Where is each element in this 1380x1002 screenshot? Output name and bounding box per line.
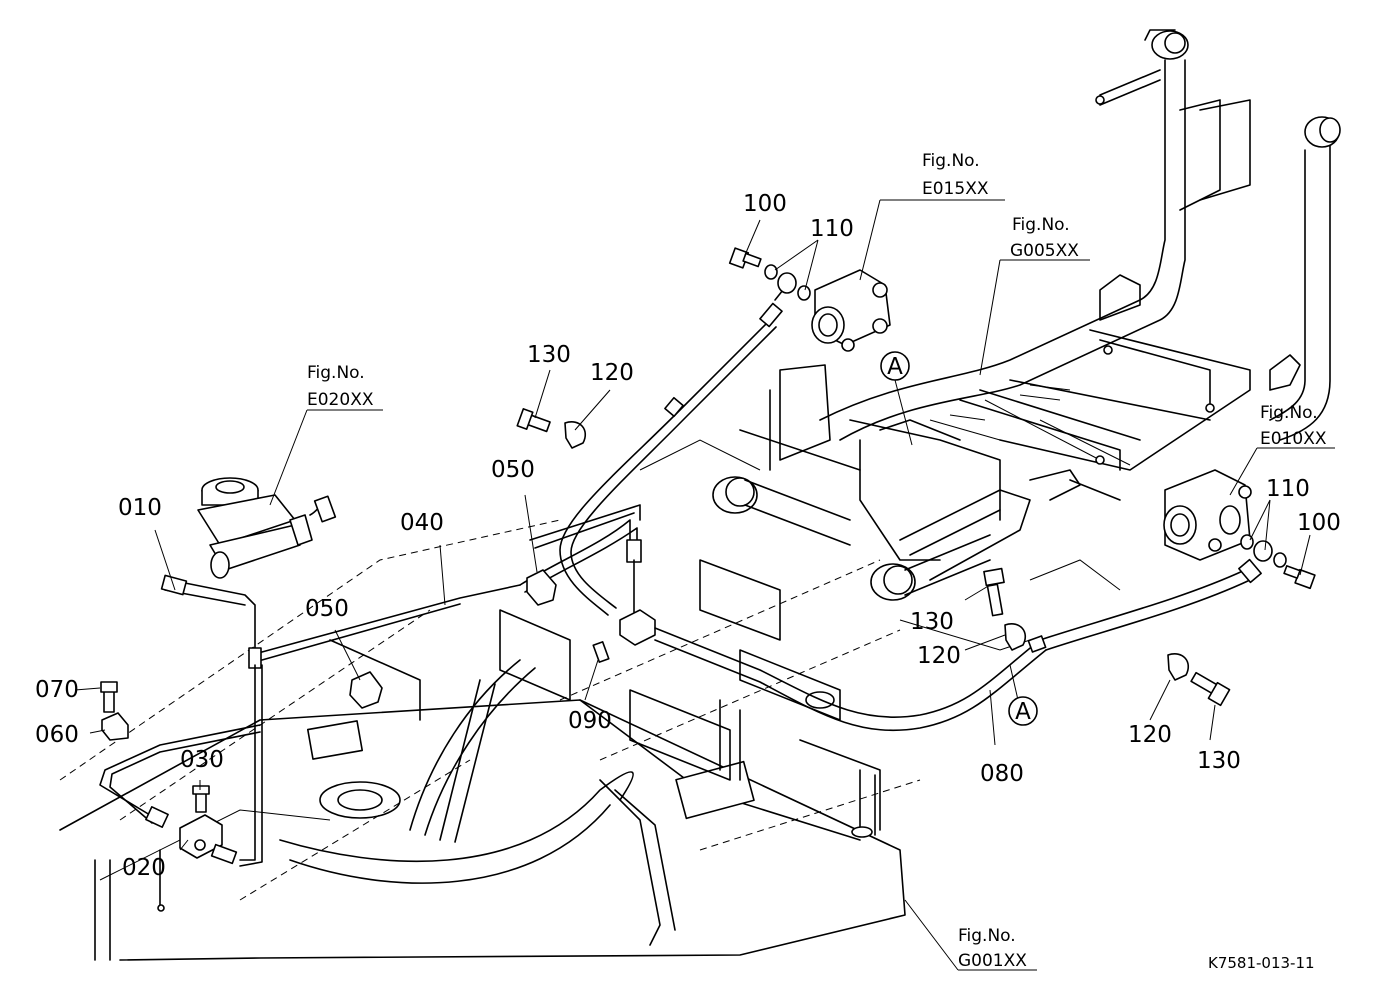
label-010: 010 [118,495,162,521]
fig-ref-g005-code: G005XX [1010,241,1079,261]
label-040: 040 [400,510,444,536]
label-130-mid: 130 [910,609,954,635]
brake-lines [99,247,1316,912]
fig-ref-g001: Fig.No. G001XX [958,926,1027,971]
label-110-right: 110 [1266,476,1310,502]
fig-ref-g001-code: G001XX [958,951,1027,971]
fig-ref-e015-prefix: Fig.No. [922,151,980,171]
brake-caliper-upper [811,269,891,352]
label-130-upper: 130 [527,342,571,368]
label-090: 090 [568,708,612,734]
label-100-right: 100 [1297,510,1341,536]
label-050-lower: 050 [305,596,349,622]
fig-ref-e015-code: E015XX [922,179,989,199]
fig-ref-e010-code: E010XX [1260,429,1327,449]
label-020: 020 [122,855,166,881]
brake-caliper-right [1163,469,1252,561]
callout-a-upper: A [880,351,910,381]
label-120-upper: 120 [590,360,634,386]
leader-lines [74,199,1335,971]
fig-ref-e010: Fig.No. E010XX [1260,403,1327,449]
part-labels: 010 020 030 040 050 050 060 070 080 090 … [35,191,1341,881]
label-030: 030 [180,747,224,773]
drawing-code: K7581-013-11 [1208,954,1315,972]
callout-a-upper-text: A [887,354,903,380]
callout-a-lower-text: A [1015,699,1031,725]
fig-ref-e020: Fig.No. E020XX [307,363,374,410]
label-070: 070 [35,677,79,703]
fig-ref-g005-prefix: Fig.No. [1012,215,1070,235]
label-110-upper: 110 [810,216,854,242]
label-100-upper: 100 [743,191,787,217]
label-120-mid: 120 [917,643,961,669]
master-cylinder [197,477,337,579]
callout-a-lower: A [1008,696,1038,726]
label-120-lower: 120 [1128,722,1172,748]
label-080: 080 [980,761,1024,787]
fig-ref-e020-code: E020XX [307,390,374,410]
fig-ref-e010-prefix: Fig.No. [1260,403,1318,423]
label-060: 060 [35,722,79,748]
rear-frame [712,29,1341,601]
fig-ref-e020-prefix: Fig.No. [307,363,365,383]
tractor-frame [59,439,1121,961]
label-130-lower: 130 [1197,748,1241,774]
fig-ref-g005: Fig.No. G005XX [1010,215,1079,261]
fig-ref-e015: Fig.No. E015XX [922,151,989,199]
fig-ref-g001-prefix: Fig.No. [958,926,1016,946]
label-050-upper: 050 [491,457,535,483]
